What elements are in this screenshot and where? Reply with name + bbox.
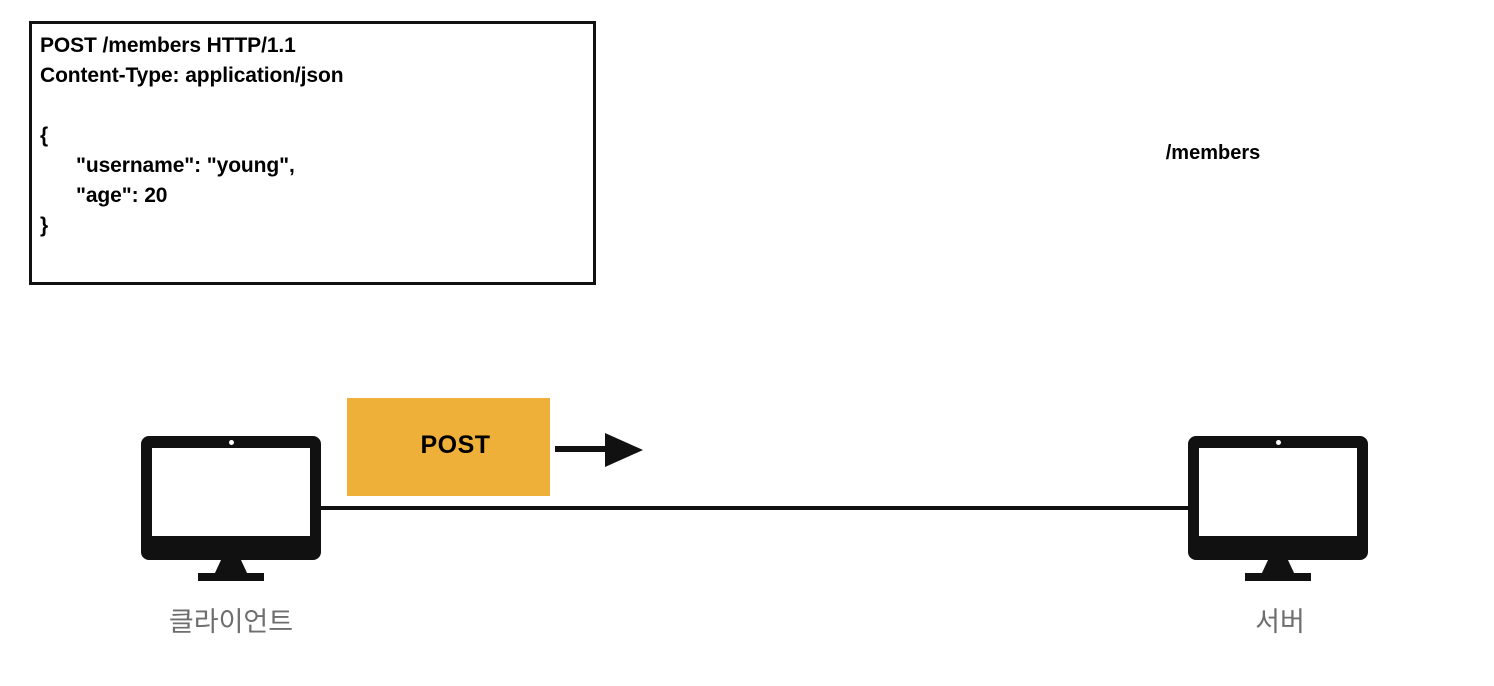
request-line-body-close-brace: } <box>40 214 49 237</box>
server-monitor-icon <box>1188 436 1368 581</box>
http-request-box: POST /members HTTP/1.1 Content-Type: app… <box>29 21 596 285</box>
monitor-camera-dot <box>1276 440 1281 445</box>
client-monitor-icon <box>141 436 321 581</box>
http-request-text: POST /members HTTP/1.1 Content-Type: app… <box>40 31 589 241</box>
request-arrow-icon <box>553 428 648 472</box>
http-method-badge-label: POST <box>420 431 491 459</box>
request-line-body-open-brace: { <box>40 124 49 147</box>
monitor-stand-base <box>198 573 264 581</box>
monitor-stand-base <box>1245 573 1311 581</box>
monitor-stand-neck <box>214 559 248 575</box>
monitor-screen <box>1199 448 1357 536</box>
client-caption: 클라이언트 <box>168 607 294 637</box>
monitor-body <box>1188 436 1368 560</box>
monitor-camera-dot <box>229 440 234 445</box>
endpoint-path-label: /members <box>1165 142 1261 164</box>
monitor-screen <box>152 448 310 536</box>
request-line-blank <box>40 91 589 121</box>
server-caption: 서버 <box>1255 607 1305 637</box>
request-line-content-type: Content-Type: application/json <box>40 64 344 87</box>
client-server-connection-line <box>320 506 1192 510</box>
monitor-body <box>141 436 321 560</box>
request-line-body-age: "age": 20 <box>76 184 168 207</box>
request-line-start-line: POST /members HTTP/1.1 <box>40 34 296 57</box>
monitor-stand-neck <box>1261 559 1295 575</box>
http-method-badge: POST <box>347 398 550 496</box>
request-line-body-username: "username": "young", <box>76 154 295 177</box>
